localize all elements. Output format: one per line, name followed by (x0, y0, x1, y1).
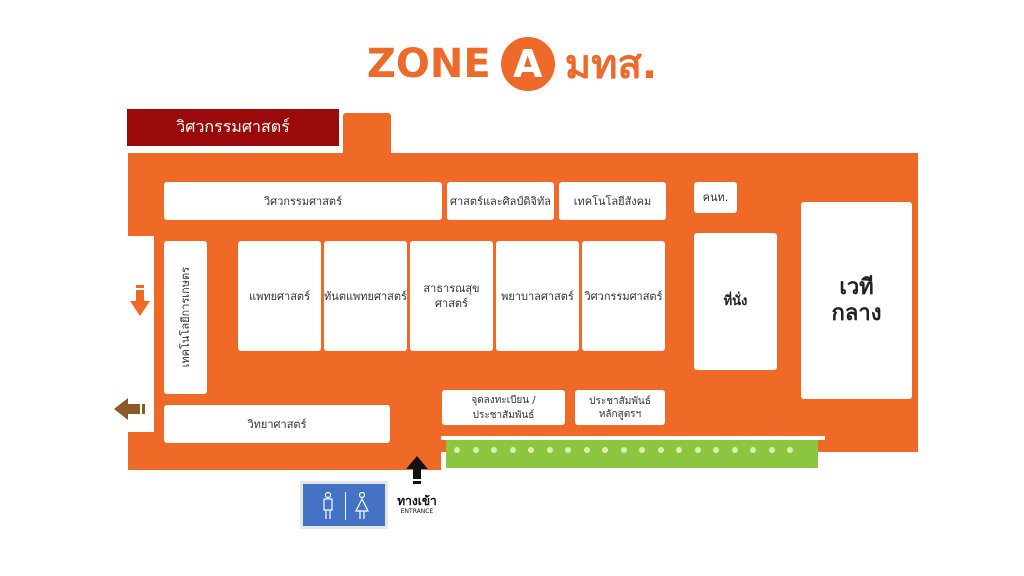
registration-desk: จุดลงทะเบียน / ประชาสัมพันธ์ (442, 390, 565, 425)
planter-dot (657, 447, 664, 453)
curriculum-pr-line1: ประชาสัมพันธ์ (589, 395, 651, 407)
floor-extension-stage (826, 154, 918, 184)
booth-nursing: พยาบาลศาสตร์ (496, 241, 579, 351)
faculty-tag: วิศวกรรมศาสตร์ (127, 109, 339, 146)
zone-title-text: ZONE (366, 41, 491, 87)
floor-cut-bottom-left (128, 470, 298, 480)
booth-knbt: คนท. (694, 182, 737, 213)
booth-public-health: สาธารณสุขศาสตร์ (410, 241, 493, 351)
restroom (300, 481, 388, 529)
curriculum-pr-desk: ประชาสัมพันธ์ หลักสูตรฯ (575, 390, 665, 425)
center-stage-line2: กลาง (831, 300, 882, 326)
arrow-up-icon (405, 456, 429, 488)
arrow-down-icon (128, 285, 152, 317)
booth-medicine: แพทยศาสตร์ (238, 241, 321, 351)
floor-extension-top (343, 113, 391, 155)
arrow-left-icon (114, 398, 148, 420)
floor-entrance-hall (298, 466, 438, 468)
booth-engineering-mid: วิศวกรรมศาสตร์ (582, 241, 665, 351)
planter-dot (454, 447, 460, 453)
male-icon (323, 492, 333, 519)
floor-notch-left (128, 236, 154, 432)
planter-dot (491, 447, 497, 453)
zone-university: มทส. (564, 42, 658, 88)
booth-engineering-top: วิศวกรรมศาสตร์ (164, 182, 442, 220)
center-stage-line1: เวที (839, 274, 874, 300)
planter-dot (694, 447, 701, 453)
zone-title: ZONE A มทส. (0, 34, 1024, 94)
planter-dot (546, 447, 553, 453)
planter-dot (750, 447, 756, 453)
booth-digital-arts: ศาสตร์และศิลป์ดิจิทัล (447, 182, 554, 220)
planter-dot (787, 447, 793, 453)
planter-dot (472, 447, 479, 453)
female-icon (355, 492, 369, 519)
planter-dot (583, 447, 590, 453)
planter-dot (768, 447, 775, 453)
planter-dot (713, 447, 719, 453)
center-stage: เวที กลาง (801, 202, 912, 399)
booth-dentistry: ทันตแพทยศาสตร์ (324, 241, 407, 351)
floor-bottom-right-strip (820, 436, 918, 452)
planter-strip (446, 440, 818, 468)
curriculum-pr-line2: หลักสูตรฯ (598, 408, 642, 420)
booth-agri-tech-label: เทคโนโลยีการเกษตร (179, 267, 192, 368)
planter-dot (528, 447, 534, 453)
planter-dot (602, 447, 608, 453)
planter-dot (620, 447, 627, 453)
entrance-label-en: ENTRANCE (400, 508, 434, 515)
planter-dot (676, 447, 682, 453)
seating-area: ที่นั่ง (694, 233, 777, 370)
booth-science: วิทยาศาสตร์ (164, 405, 390, 443)
planter-dot (565, 447, 571, 453)
planter-dot (731, 447, 738, 453)
entrance-label-th: ทางเข้า (397, 494, 437, 508)
restroom-divider (345, 492, 346, 520)
zone-badge: A (500, 37, 555, 91)
booth-agri-tech: เทคโนโลยีการเกษตร (164, 241, 207, 394)
planter-border (441, 436, 825, 440)
planter-dot (509, 447, 516, 453)
planter-dot (639, 447, 645, 453)
entrance-label: ทางเข้า ENTRANCE (388, 494, 446, 516)
floor-cut-top (391, 110, 827, 153)
booth-social-tech: เทคโนโลยีสังคม (559, 182, 666, 220)
